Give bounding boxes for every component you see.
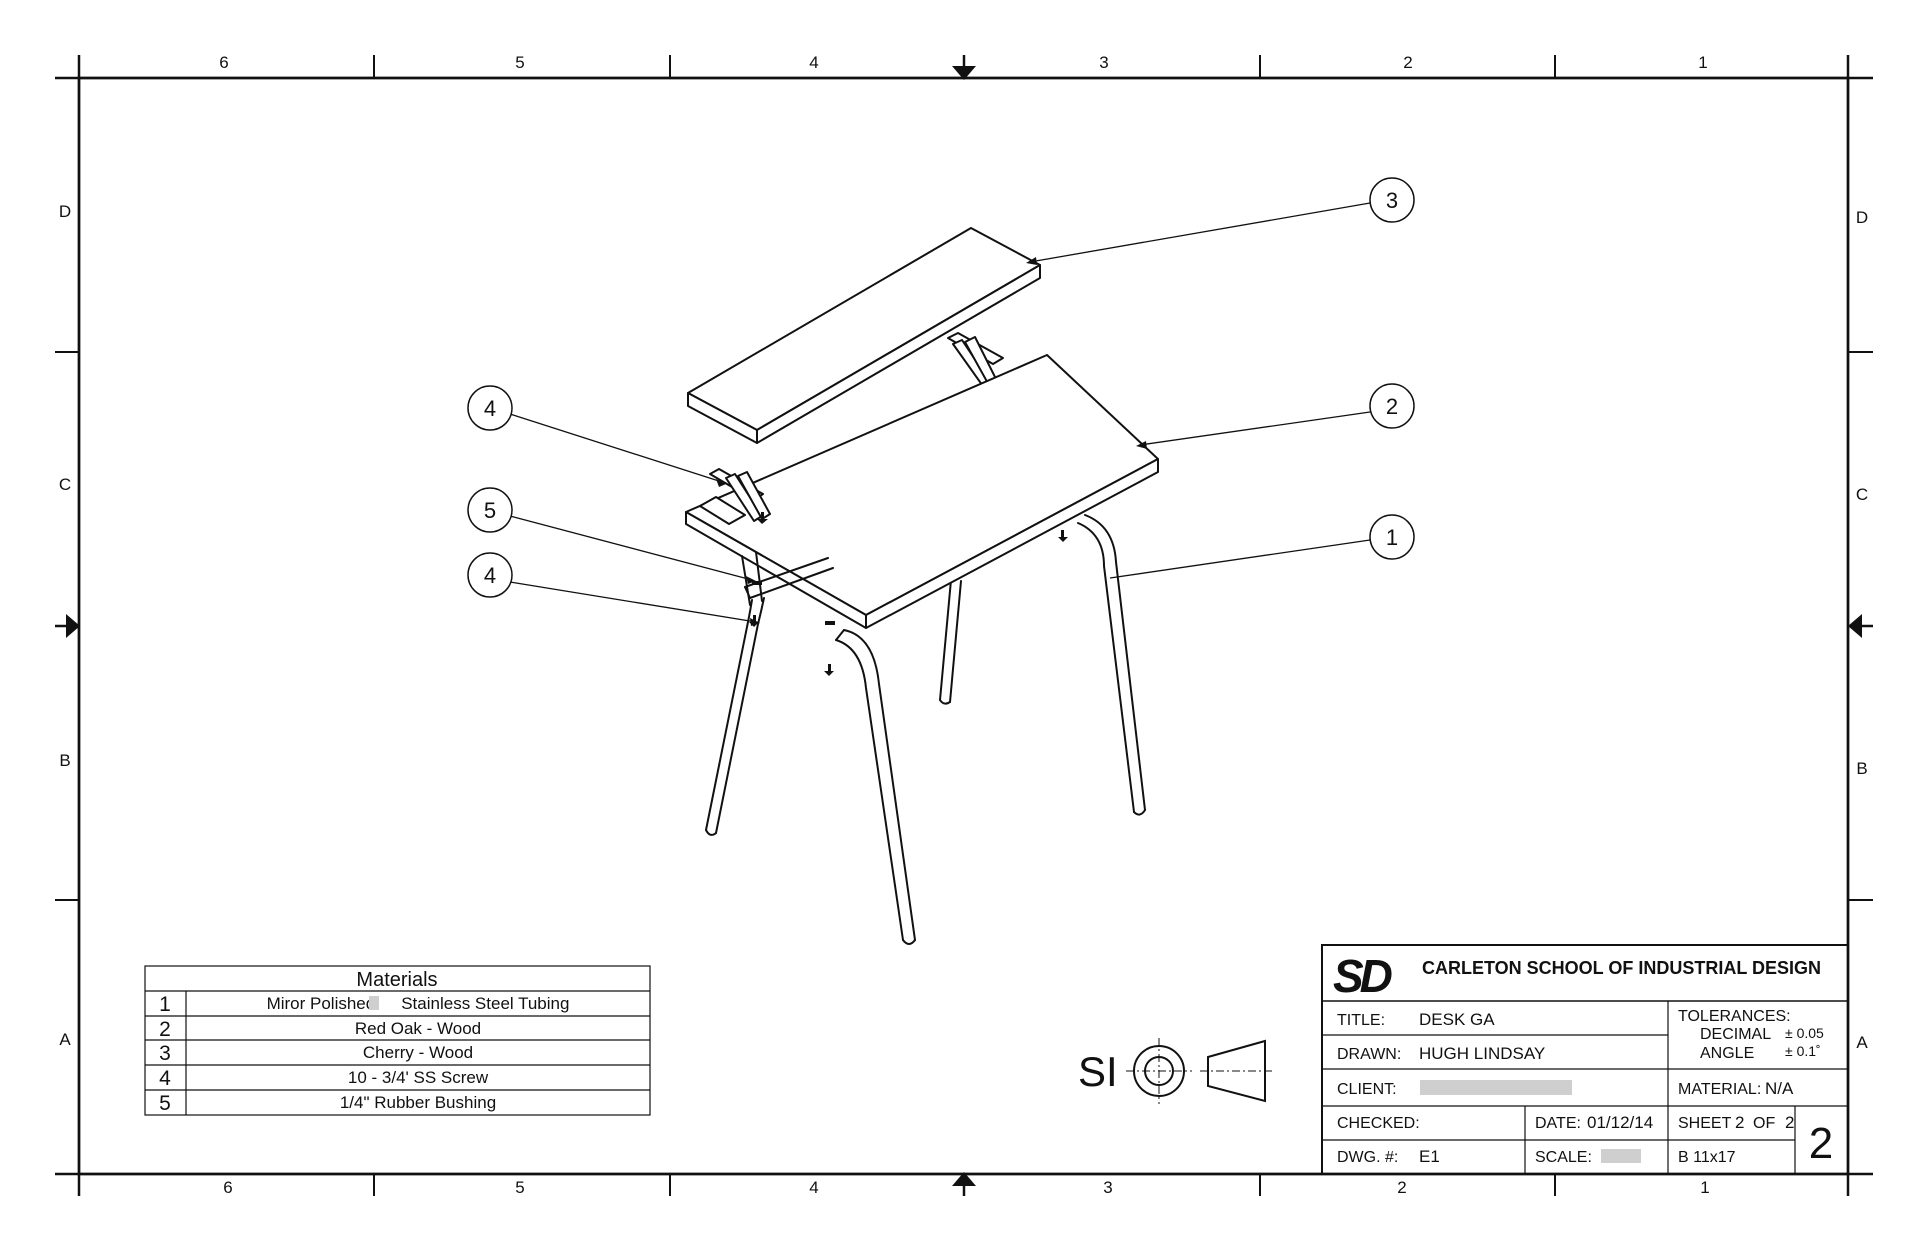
material-number: 2 [159,1018,171,1041]
balloon-1: 1 [1386,525,1398,550]
sheet-number: 2 [1735,1113,1744,1132]
zone-col-top: 3 [1099,53,1108,72]
zone-col-bottom: 5 [515,1178,524,1197]
title-label: TITLE: [1337,1012,1385,1029]
zone-col-bottom: 4 [809,1178,818,1197]
material-description: 10 - 3/4' SS Screw [348,1068,489,1087]
zone-labels: 6 5 4 3 2 1 6 5 4 3 2 1 D C B A D C B A [59,53,1868,1197]
desktop-part [685,354,1159,629]
drawing-date: 01/12/14 [1587,1113,1653,1132]
drawn-by: HUGH LINDSAY [1419,1044,1545,1063]
zone-row-left: B [59,751,70,770]
redacted-client [1420,1080,1572,1095]
desk-isometric-view [685,227,1159,945]
school-logo: SD [1333,950,1392,1002]
front-bracket-part [709,468,771,522]
angle-tolerance: ± 0.1˚ [1785,1043,1821,1059]
balloon-circle [467,552,513,598]
material-desc-post: Stainless Steel Tubing [401,994,569,1013]
checked-label: CHECKED: [1337,1115,1420,1132]
material-description: Cherry - Wood [363,1043,473,1062]
balloon-callouts: 3 4 2 5 1 4 [467,177,1415,598]
projection-symbol: SI [1078,1038,1273,1104]
material-number: 1 [159,993,171,1016]
balloon-3: 3 [1386,188,1398,213]
school-name: CARLETON SCHOOL OF INDUSTRIAL DESIGN [1422,958,1821,978]
angle-label: ANGLE [1700,1045,1754,1062]
unit-system-label: SI [1078,1048,1118,1095]
decimal-tolerance: ± 0.05 [1785,1025,1824,1041]
zone-row-left: D [59,202,71,221]
date-label: DATE: [1535,1115,1581,1132]
zone-col-top: 4 [809,53,818,72]
tolerances-label: TOLERANCES: [1678,1008,1791,1025]
dwg-number: E1 [1419,1147,1440,1166]
balloon-circle [1369,177,1415,223]
zone-col-bottom: 6 [223,1178,232,1197]
zone-col-top: 6 [219,53,228,72]
shelf-part [687,227,1041,444]
material-number: 4 [159,1067,171,1090]
drawn-label: DRAWN: [1337,1046,1401,1063]
of-label: OF [1753,1115,1775,1132]
sheet-size: B 11x17 [1678,1149,1736,1166]
zone-row-right: D [1856,208,1868,227]
balloon-4: 4 [484,563,496,588]
material-desc-pre: Miror Polished [267,994,376,1013]
zone-col-top: 5 [515,53,524,72]
material-label: MATERIAL: [1678,1081,1761,1098]
client-label: CLIENT: [1337,1081,1397,1098]
material-description: 1/4" Rubber Bushing [340,1093,496,1112]
balloon-circle [467,487,513,533]
sheet-label: SHEET [1678,1115,1732,1132]
zone-col-bottom: 2 [1397,1178,1406,1197]
materials-table: Materials 1 Miror Polished Stainless Stee… [144,965,651,1116]
dwg-label: DWG. #: [1337,1149,1398,1166]
scale-label: SCALE: [1535,1149,1592,1166]
zone-col-top: 2 [1403,53,1412,72]
material-value: N/A [1765,1079,1794,1098]
zone-col-bottom: 1 [1700,1178,1709,1197]
third-angle-projection-icon [1126,1038,1273,1104]
centering-marks [55,55,1873,1196]
balloon-4: 4 [484,396,496,421]
redacted-block [369,996,379,1010]
balloon-2: 2 [1386,394,1398,419]
zone-row-left: C [59,475,71,494]
decimal-label: DECIMAL [1700,1026,1771,1043]
material-description: Red Oak - Wood [355,1019,481,1038]
balloon-circle [467,385,513,431]
zone-row-right: C [1856,485,1868,504]
material-number: 3 [159,1042,171,1065]
zone-col-top: 1 [1698,53,1707,72]
balloon-circle [1369,383,1415,429]
zone-col-bottom: 3 [1103,1178,1112,1197]
leader-lines [509,202,1371,626]
redacted-scale [1601,1149,1641,1163]
balloon-5: 5 [484,498,496,523]
material-description: Miror Polished Stainless Steel Tubing [267,994,570,1013]
balloon-circle [1369,514,1415,560]
zone-row-right: B [1856,759,1867,778]
zone-row-left: A [59,1030,71,1049]
title-block: SD CARLETON SCHOOL OF INDUSTRIAL DESIGN … [1321,944,1849,1175]
zone-row-right: A [1856,1033,1868,1052]
materials-header: Materials [356,969,437,991]
sheet-total: 2 [1785,1113,1794,1132]
revision-number: 2 [1809,1119,1833,1168]
material-number: 5 [159,1092,171,1115]
drawing-title: DESK GA [1419,1010,1495,1029]
